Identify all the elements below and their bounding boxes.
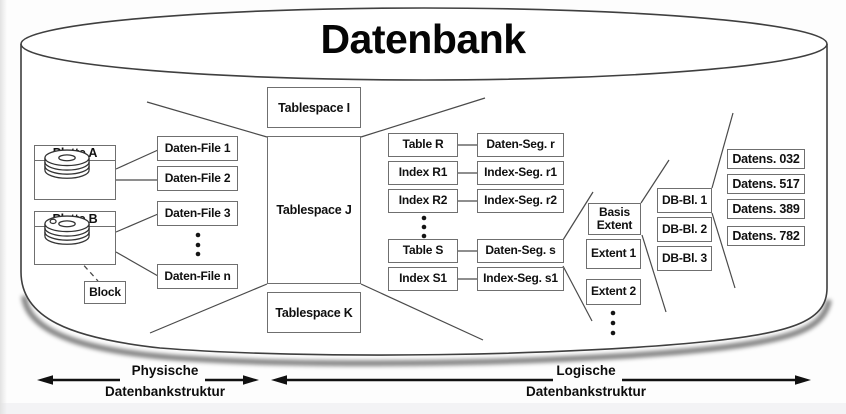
dbblock-to-record-fan: [711, 112, 736, 289]
db-block-box: DB-Bl. 1: [657, 188, 712, 213]
tablespace-k-box: Tablespace K: [267, 292, 361, 333]
physical-span-label-line1: Physische: [131, 363, 199, 378]
cylinder-shadow: [21, 295, 832, 366]
diagram-title: Datenbank: [320, 16, 526, 62]
file-to-tablespace-fan: [146, 101, 268, 334]
physical-span-label-line2: Datenbankstruktur: [104, 383, 226, 399]
page-edge-strip: [0, 0, 7, 414]
daten-file-box: Daten-File 2: [157, 166, 238, 191]
daten-file-box: Daten-File 3: [157, 201, 238, 226]
tables-ellipsis-dots: [421, 215, 427, 239]
tablespace-i-box: Tablespace I: [267, 87, 361, 128]
db-block-box: DB-Bl. 2: [657, 217, 712, 242]
tablespace-to-table-fan: [360, 97, 486, 341]
table-box: Index R1: [388, 161, 458, 185]
logical-span-label: Logische Datenbankstruktur: [506, 364, 666, 398]
disk-a-box: Platte A: [34, 145, 116, 200]
files-ellipsis-dots: [195, 232, 201, 257]
bottom-strip: [0, 403, 846, 414]
table-box: Table R: [388, 133, 458, 157]
segment-to-extent-fan: [562, 191, 594, 322]
physical-span-label: Physische Datenbankstruktur: [85, 364, 245, 398]
daten-file-box: Daten-File 1: [157, 136, 238, 161]
extents-ellipsis-dots: [610, 310, 616, 336]
physical-span-arrows: [37, 375, 259, 385]
record-box: Datens. 389: [727, 199, 805, 219]
disk-icon: [44, 149, 90, 179]
segment-box: Daten-Seg. r: [477, 133, 564, 157]
disk-b-box: Platte B: [34, 211, 116, 265]
db-block-box: DB-Bl. 3: [657, 246, 712, 271]
daten-file-box: Daten-File n: [157, 264, 238, 289]
record-box: Datens. 032: [727, 149, 805, 169]
logical-span-label-line2: Datenbankstruktur: [525, 383, 647, 399]
logical-span-arrows: [271, 375, 811, 385]
block-marker-icon: [49, 218, 57, 225]
table-box: Table S: [388, 239, 458, 263]
block-box: Block: [84, 281, 126, 304]
extent-to-dbblock-fan: [640, 159, 670, 313]
logical-span-label-line1: Logische: [556, 363, 616, 378]
record-box: Datens. 782: [727, 226, 805, 246]
record-box: Datens. 517: [727, 174, 805, 194]
table-box: Index S1: [388, 267, 458, 291]
table-to-segment-connectors: [458, 144, 477, 280]
segment-box: Index-Seg. s1: [477, 267, 564, 291]
extent-box: Extent 2: [586, 279, 641, 305]
disk-icon: [44, 215, 90, 245]
segment-box: Index-Seg. r1: [477, 161, 564, 185]
disk-to-file-lines: [115, 149, 159, 277]
extent-box: Extent 1: [586, 239, 641, 269]
segment-box: Daten-Seg. s: [477, 239, 564, 263]
extent-box: Basis Extent: [588, 203, 641, 235]
segment-box: Index-Seg. r2: [477, 189, 564, 213]
tablespace-j-box: Tablespace J: [267, 136, 361, 284]
table-box: Index R2: [388, 189, 458, 213]
